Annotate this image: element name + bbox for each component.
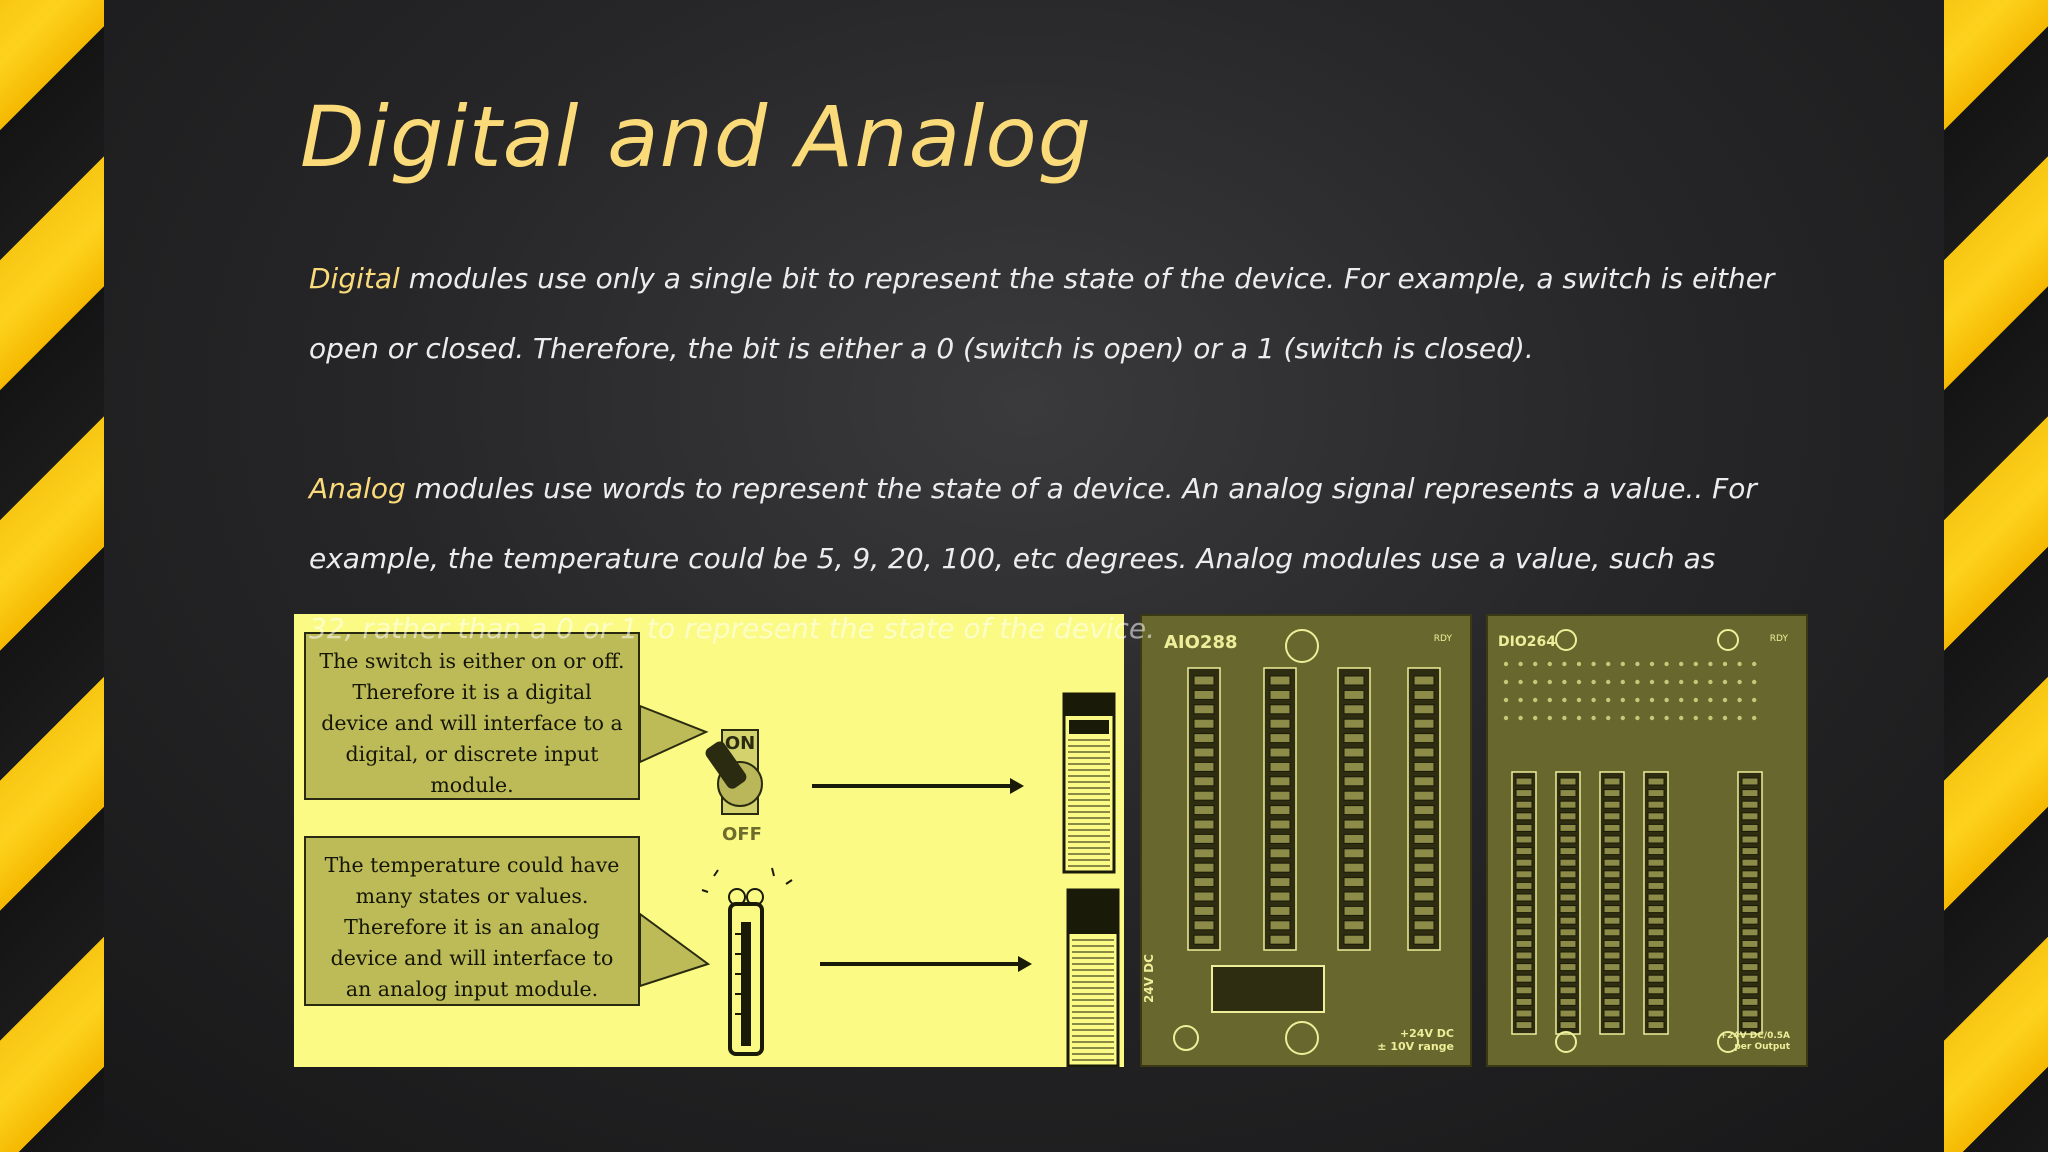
aio288-footer-line1: +24V DC [1399, 1027, 1454, 1040]
dio264-led-rows [1503, 661, 1757, 721]
digital-paragraph: Digital modules use only a single bit to… [309, 244, 1829, 384]
analog-input-module-icon [1066, 888, 1120, 1067]
dio264-top-screw-left-icon [1555, 629, 1577, 651]
hazard-stripes-right [1944, 0, 2048, 1152]
dio264-footer-line2: per Output [1734, 1042, 1790, 1052]
dio264-bottom-screw-right-icon [1717, 1031, 1739, 1053]
dio264-terminal-blocks [1511, 771, 1763, 1035]
aio288-top-screw-icon [1285, 629, 1319, 663]
aio288-footer: +24V DC ± 10V range [1377, 1027, 1454, 1053]
digital-input-module-icon [1062, 692, 1116, 874]
digital-lead-word: Digital [309, 262, 400, 295]
slide-title: Digital and Analog [300, 88, 1093, 186]
dio264-top-screw-right-icon [1717, 629, 1739, 651]
digital-module-lines [1068, 739, 1110, 867]
aio288-terminal-blocks [1187, 667, 1441, 951]
dio264-bottom-screw-left-icon [1555, 1031, 1577, 1053]
thermometer-icon [701, 867, 793, 1056]
aio288-terminals [1173, 629, 1441, 1055]
dio264-rdy-label: RDY [1769, 634, 1788, 644]
temperature-callout: The temperature could have many states o… [304, 836, 640, 1006]
arrow-to-analog-module-icon [820, 956, 1032, 972]
aio288-power-connector-icon [1211, 965, 1325, 1013]
figure-illustration: ON OFF [639, 692, 1120, 1067]
analog-paragraph: Analog modules use words to represent th… [309, 454, 1829, 594]
analog-module-lines [1072, 939, 1114, 1061]
aio288-voltage-side-label: 24V DC [1142, 954, 1156, 1003]
dio264-label: DIO264 [1498, 634, 1556, 650]
switch-on-label: ON [725, 733, 755, 754]
aio288-module-photo: AIO288 RDY 24V DC +24V DC ± 10V range [1140, 614, 1472, 1067]
aio288-label: AIO288 [1164, 632, 1238, 653]
temp-callout-tail [639, 912, 711, 988]
dio264-footer-line1: +24V DC/0.5A [1719, 1031, 1790, 1041]
aio288-rdy-label: RDY [1433, 634, 1452, 644]
switch-callout: The switch is either on or off. Therefor… [304, 632, 640, 800]
dio264-module-photo: DIO264 RDY +24V DC/0.5A per Output [1486, 614, 1808, 1067]
ul-mark-icon [1173, 1025, 1199, 1051]
switch-off-label: OFF [722, 824, 762, 845]
digital-paragraph-body: modules use only a single bit to represe… [309, 262, 1775, 365]
aio288-bottom-screw-icon [1285, 1021, 1319, 1055]
toggle-switch-icon: ON OFF [705, 729, 763, 845]
hazard-stripes-left [0, 0, 104, 1152]
switch-temperature-figure: ON OFF [294, 614, 1124, 1067]
analog-paragraph-last-line: 32, rather than a 0 or 1 to represent th… [309, 612, 1156, 645]
aio288-footer-line2: ± 10V range [1377, 1040, 1454, 1053]
dio264-footer: +24V DC/0.5A per Output [1720, 1031, 1790, 1053]
dio264-terminals [1503, 629, 1763, 1053]
switch-callout-tail [639, 704, 709, 764]
analog-paragraph-body: modules use words to represent the state… [309, 472, 1757, 575]
analog-lead-word: Analog [309, 472, 406, 505]
arrow-to-digital-module-icon [812, 778, 1024, 794]
